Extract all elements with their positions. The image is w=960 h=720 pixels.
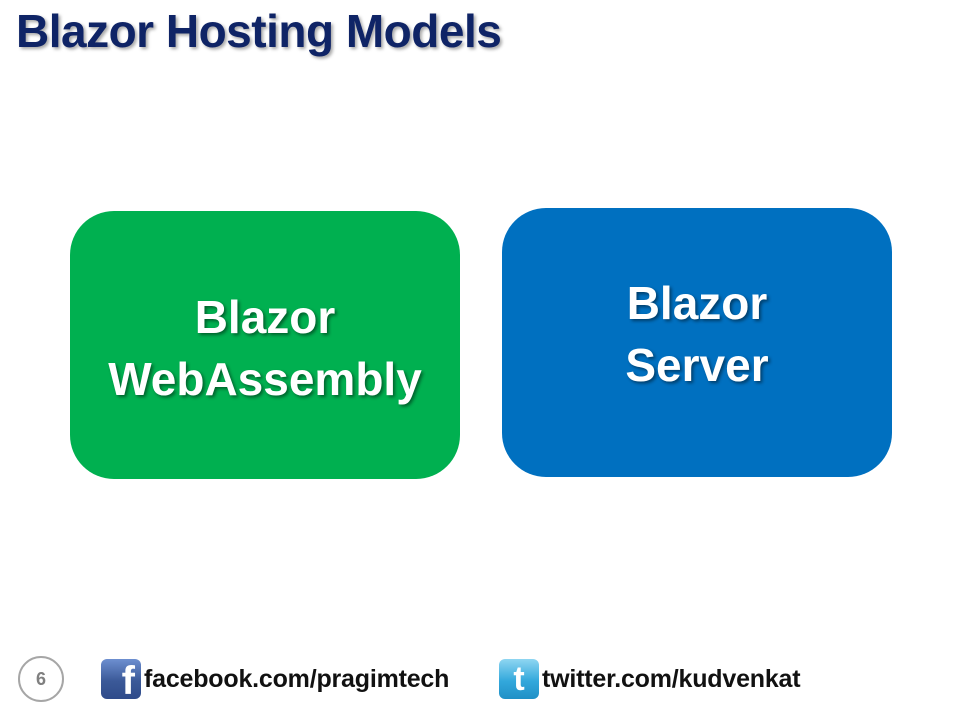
box-label-line2: Server	[625, 338, 769, 391]
box-label-line1: Blazor	[626, 276, 768, 329]
facebook-url: facebook.com/pragimtech	[144, 664, 450, 693]
twitter-icon: t	[499, 659, 539, 699]
box-label: Blazor WebAssembly	[108, 286, 422, 410]
slide-number-badge: 6	[18, 656, 64, 702]
slide-title: Blazor Hosting Models	[16, 5, 502, 57]
twitter-url: twitter.com/kudvenkat	[542, 664, 801, 693]
twitter-link[interactable]: t twitter.com/kudvenkat	[499, 659, 801, 699]
box-label-line2: WebAssembly	[108, 353, 422, 405]
box-label-line1: Blazor	[194, 291, 336, 343]
facebook-link[interactable]: f facebook.com/pragimtech	[101, 659, 449, 699]
blazor-webassembly-box: Blazor WebAssembly	[70, 211, 460, 479]
slide-footer: 6 f facebook.com/pragimtech t twitter.co…	[0, 650, 960, 710]
box-label: Blazor Server	[625, 272, 768, 396]
blazor-server-box: Blazor Server	[502, 208, 892, 477]
facebook-icon: f	[101, 659, 141, 699]
